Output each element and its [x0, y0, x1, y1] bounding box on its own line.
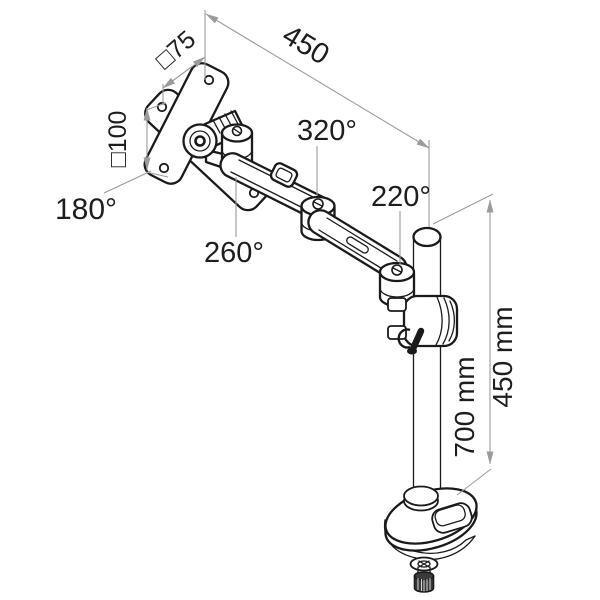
elbow-joint-band — [379, 287, 415, 298]
pole-clamp-tab-lower — [387, 325, 407, 340]
extension-diagonal-height-bottom — [456, 468, 492, 496]
screw-cross — [418, 560, 430, 568]
vesa-hub — [182, 123, 218, 159]
desk-base — [383, 485, 478, 593]
grommet-slot — [431, 502, 473, 534]
dimension-line-vesa-width — [162, 56, 206, 89]
dimension-labels: □75 □100 450 180° 260° 320° 220° 700 mm … — [55, 19, 518, 457]
label-middle-joint-rotation: 320° — [297, 115, 357, 147]
hub-outer-ring — [182, 123, 218, 159]
label-arm-reach: 450 — [277, 19, 335, 71]
screw-knob-knurling — [417, 578, 431, 592]
pole-clamp-tab-upper — [387, 297, 407, 312]
arm-link-2-edges — [318, 217, 398, 274]
dimension-lines — [103, 10, 494, 496]
dimension-line-arm-reach — [205, 13, 430, 149]
label-elbow-rotation: 220° — [371, 181, 431, 213]
vesa-hole-top-right — [203, 74, 215, 86]
extension-tick-vesa-height-top — [145, 102, 167, 111]
pole-fill — [413, 237, 441, 499]
label-pole-height-tall: 700 mm — [449, 356, 480, 457]
cable-clip-inner — [275, 167, 293, 183]
lever-knob — [407, 347, 417, 355]
pole — [412, 226, 442, 500]
leader-line-vesa-rotation — [103, 170, 152, 194]
pole-base-collar — [403, 485, 439, 507]
clamp-screw — [409, 556, 439, 593]
pole-clamp-ribs — [435, 296, 456, 346]
cable-clip-outer — [269, 162, 299, 188]
extension-tick-vesa-height-bottom — [145, 171, 169, 178]
pole-top-cap — [412, 226, 442, 248]
cable-clip — [269, 162, 299, 188]
cable-hook-ring — [397, 328, 411, 349]
screw-washer-center — [417, 560, 431, 568]
pole-clamp — [387, 294, 459, 355]
label-vesa-rotation: 180° — [55, 193, 117, 226]
extension-diagonal-height-top — [432, 193, 494, 225]
elbow-joint-screw-slot — [392, 267, 402, 273]
label-pole-height-short: 450 mm — [487, 306, 518, 407]
vesa-hole-bottom-left — [158, 162, 170, 174]
grommet-slot-inner — [434, 504, 466, 527]
arm-link-2-slot — [346, 236, 369, 254]
hub-screw — [194, 135, 206, 147]
middle-joint-screw-slot — [313, 201, 323, 207]
label-first-joint-rotation: 260° — [204, 237, 264, 269]
screw-knob-top — [413, 571, 435, 581]
label-vesa-height: □100 — [104, 111, 132, 168]
